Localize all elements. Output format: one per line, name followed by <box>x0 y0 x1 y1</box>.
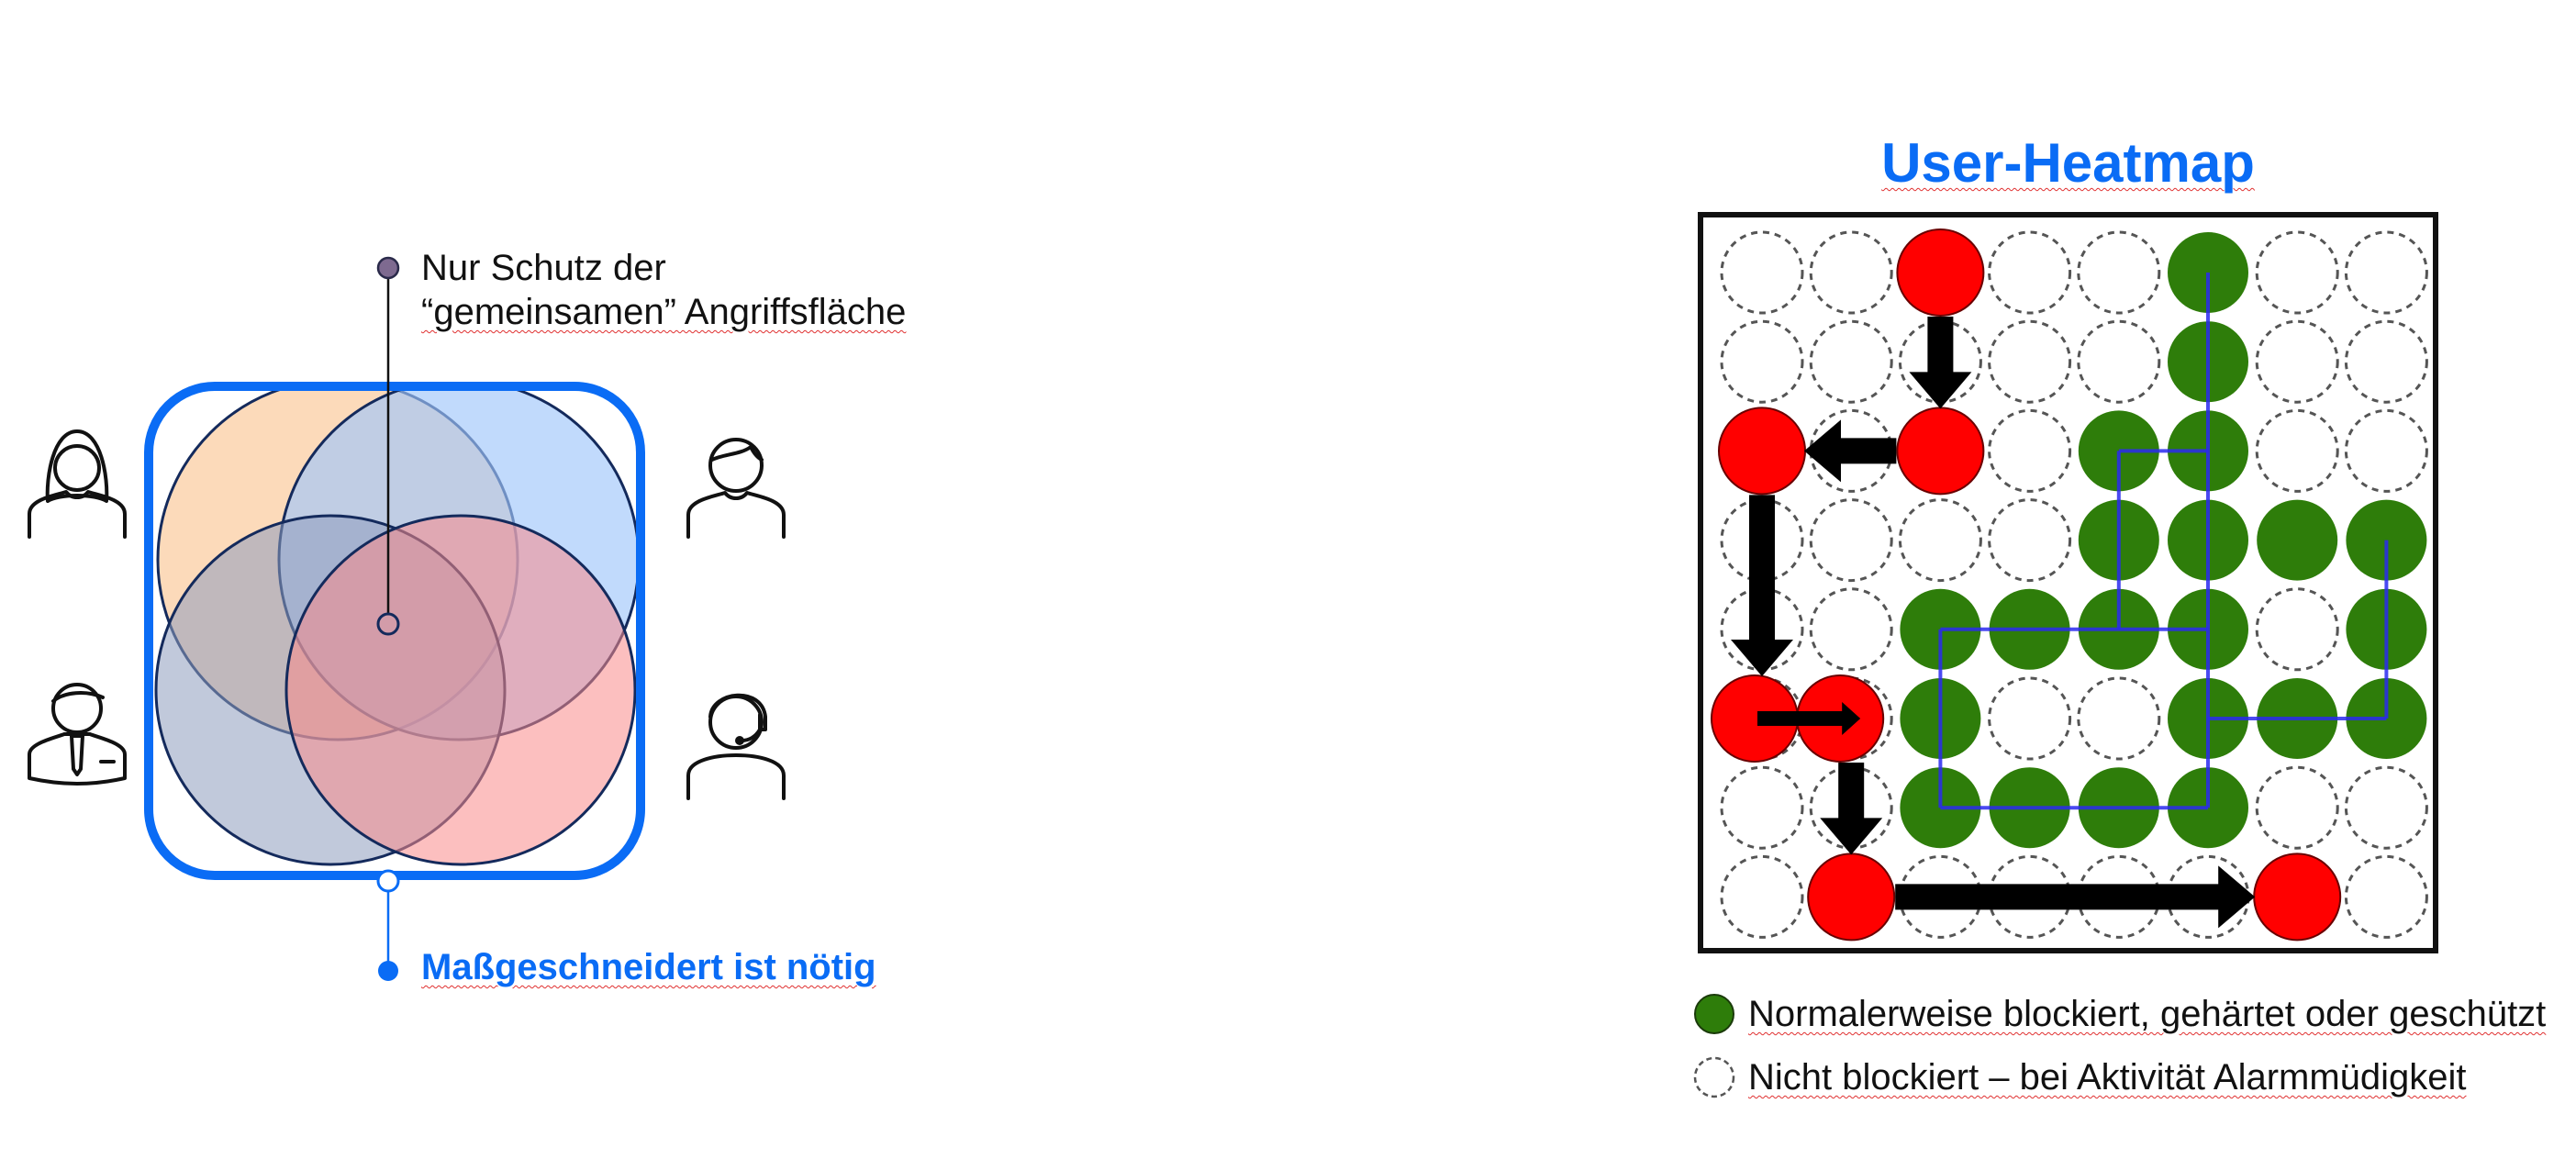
heatmap-title: User-Heatmap <box>1881 132 2255 194</box>
attack-path-arrow <box>1909 317 1972 409</box>
unblocked-cell <box>2344 765 2428 850</box>
unblocked-cell <box>1720 230 1804 315</box>
unblocked-cell <box>1988 408 2072 493</box>
unblocked-cell <box>2077 676 2161 761</box>
unblocked-cell <box>1988 319 2072 404</box>
legend-unblocked-label: Nicht blockiert – bei Aktivität Alarmmüd… <box>1748 1057 2467 1098</box>
blocked-cell <box>2257 499 2338 581</box>
unblocked-cell <box>2077 230 2161 315</box>
attack-cell <box>1896 407 1985 496</box>
unblocked-cell <box>1720 854 1804 939</box>
venn-set-pink <box>284 514 637 866</box>
attack-cell <box>1896 228 1985 317</box>
unblocked-cell <box>1809 498 1893 583</box>
unblocked-cell <box>2344 408 2428 493</box>
support-agent-icon <box>686 693 786 800</box>
unblocked-cell <box>1720 765 1804 850</box>
tailored-required-label: Maßgeschneidert ist nötig <box>421 947 876 987</box>
top-callout-dot <box>376 256 400 280</box>
woman-user-icon <box>28 429 127 539</box>
center-marker <box>376 612 400 636</box>
unblocked-cell <box>2255 230 2339 315</box>
shared-surface-label-line1: Nur Schutz der <box>421 248 666 288</box>
attack-path-arrow <box>1895 865 2256 929</box>
legend-blocked-marker-icon <box>1694 994 1734 1034</box>
unblocked-cell <box>1898 498 1982 583</box>
unblocked-cell <box>2255 765 2339 850</box>
unblocked-cell <box>1988 230 2072 315</box>
unblocked-cell <box>2344 854 2428 939</box>
unblocked-cell <box>2255 408 2339 493</box>
unblocked-cell <box>1809 587 1893 672</box>
shared-surface-label: Nur Schutz der “gemeinsamen” Angriffsflä… <box>421 246 906 334</box>
legend-blocked-label: Normalerweise blockiert, gehärtet oder g… <box>1748 994 2547 1034</box>
unblocked-cell <box>1809 319 1893 404</box>
man-user-icon <box>686 438 786 539</box>
attack-path-arrow <box>1757 702 1861 735</box>
attack-path-arrow <box>1820 763 1883 855</box>
bottom-anchor-dot <box>376 869 400 893</box>
attack-path-arrow <box>1804 419 1897 483</box>
shared-surface-label-line2: “gemeinsamen” Angriffsfläche <box>421 292 907 332</box>
bottom-callout-dot <box>378 961 398 981</box>
attack-cell <box>2253 853 2342 942</box>
user-heatmap <box>1698 212 2438 953</box>
unblocked-cell <box>2344 319 2428 404</box>
heatmap-frame <box>1698 212 2438 953</box>
businessman-user-icon <box>28 683 127 786</box>
unblocked-cell <box>2077 319 2161 404</box>
attack-cell <box>1718 407 1806 496</box>
unblocked-cell <box>1720 319 1804 404</box>
unblocked-cell <box>2344 230 2428 315</box>
attack-path-arrow <box>1731 495 1793 676</box>
unblocked-cell <box>2255 587 2339 672</box>
venn-diagram <box>144 256 645 981</box>
unblocked-cell <box>1988 498 2072 583</box>
unblocked-cell <box>1988 676 2072 761</box>
legend-unblocked-marker-icon <box>1693 1056 1735 1098</box>
unblocked-cell <box>1809 230 1893 315</box>
attack-cell <box>1807 853 1896 942</box>
unblocked-cell <box>2255 319 2339 404</box>
